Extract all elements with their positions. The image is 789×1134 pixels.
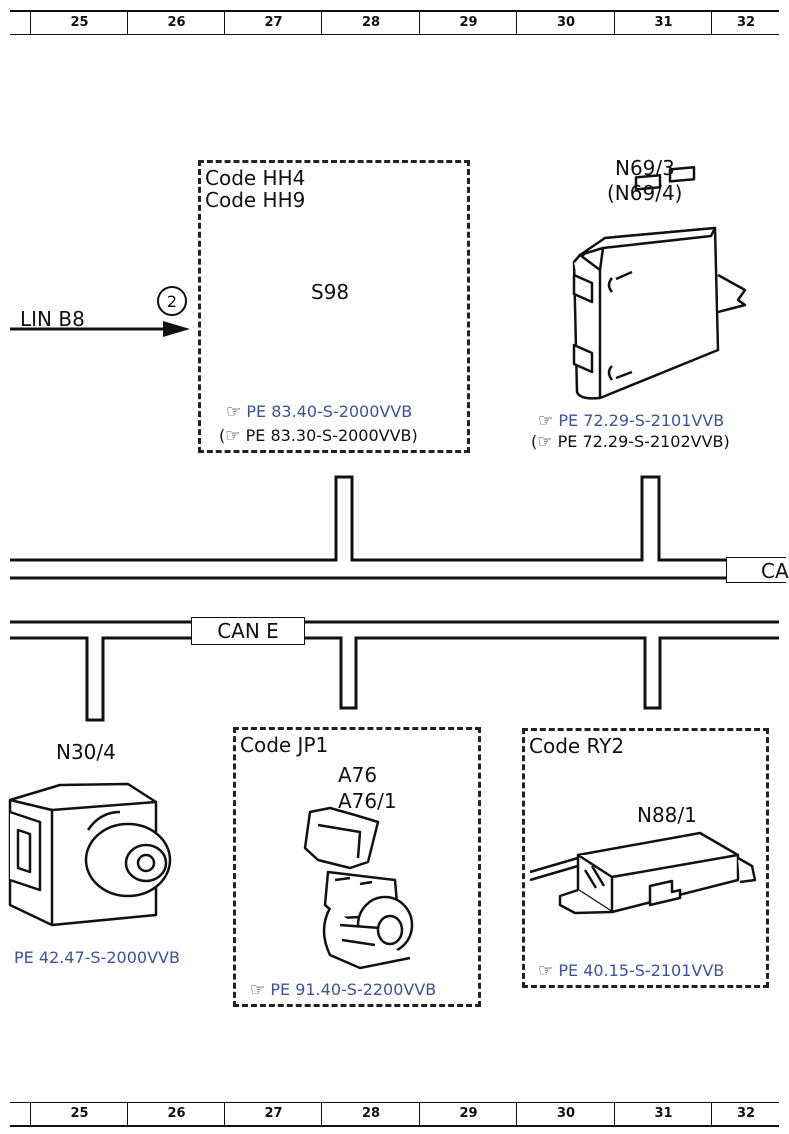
n30-abs-unit-drawing [8, 782, 172, 927]
pointing-hand-icon: ☞ [225, 426, 241, 446]
n69-reference-primary[interactable]: ☞ PE 72.29-S-2101VVB [538, 411, 725, 431]
lin-b8-label: LIN B8 [20, 307, 85, 331]
n30-component-label: N30/4 [56, 740, 116, 764]
connector-circle [157, 286, 187, 316]
column-29: 29 [419, 12, 517, 34]
n88-component-label: N88/1 [637, 803, 697, 827]
lin-b8-wire [10, 286, 190, 337]
s98-reference-link[interactable]: PE 83.40-S-2000VVB [246, 402, 413, 421]
n88-reference-primary[interactable]: ☞ PE 40.15-S-2101VVB [538, 961, 725, 981]
paren-open: ( [531, 432, 538, 451]
n69-component-alt-label: (N69/4) [607, 181, 683, 205]
n69-reference-link[interactable]: PE 72.29-S-2101VVB [558, 411, 725, 430]
a76-component-alt-label: A76/1 [338, 789, 397, 813]
n69-reference-secondary-text: PE 72.29-S-2102VVB) [557, 432, 730, 451]
column-31: 31 [614, 12, 712, 34]
column-ruler-bottom: 25 26 27 28 29 30 31 32 [10, 1102, 779, 1127]
pointing-hand-icon: ☞ [250, 980, 266, 1000]
n88-unit-drawing [529, 831, 757, 915]
n88-reference-link[interactable]: PE 40.15-S-2101VVB [558, 961, 725, 980]
a76-reference-link[interactable]: PE 91.40-S-2200VVB [270, 980, 437, 999]
column-28: 28 [321, 12, 420, 34]
n88-code-label: Code RY2 [529, 734, 625, 758]
s98-reference-primary[interactable]: ☞ PE 83.40-S-2000VVB [226, 402, 413, 422]
column-32: 32 [711, 12, 780, 34]
column-30: 30 [516, 12, 615, 34]
column-25: 25 [30, 12, 128, 34]
n88-code-box [522, 728, 769, 988]
column-27: 27 [224, 12, 322, 34]
s98-component-label: S98 [311, 280, 350, 304]
column-31: 31 [614, 1103, 712, 1125]
can-e-label: CAN E [191, 617, 305, 645]
pointing-hand-icon: ☞ [538, 961, 554, 981]
a76-component-label: A76 [338, 763, 378, 787]
can-bus-upper-top [10, 475, 779, 562]
column-32: 32 [711, 1103, 780, 1125]
column-26: 26 [127, 12, 225, 34]
paren-open: ( [219, 426, 226, 445]
s98-code-1: Code HH4 [205, 166, 306, 190]
s98-code-2: Code HH9 [205, 188, 306, 212]
n69-reference-secondary: (☞ PE 72.29-S-2102VVB) [531, 432, 730, 452]
column-30: 30 [516, 1103, 615, 1125]
s98-reference-secondary: (☞ PE 83.30-S-2000VVB) [219, 426, 418, 446]
can-e-bus-bottom [10, 636, 779, 722]
pointing-hand-icon: ☞ [537, 432, 553, 452]
column-29: 29 [419, 1103, 517, 1125]
column-ruler-top: 25 26 27 28 29 30 31 32 [10, 10, 779, 35]
can-bus-label: CA [726, 557, 789, 583]
a76-reference-primary[interactable]: ☞ PE 91.40-S-2200VVB [250, 980, 437, 1000]
a76-code-label: Code JP1 [240, 733, 329, 757]
a76-code-box [233, 727, 481, 1007]
column-28: 28 [321, 1103, 420, 1125]
column-26: 26 [127, 1103, 225, 1125]
pointing-hand-icon: ☞ [538, 411, 554, 431]
pointing-hand-icon: ☞ [226, 402, 242, 422]
column-27: 27 [224, 1103, 322, 1125]
n69-component-label: N69/3 [615, 156, 675, 180]
a76-tensioner-drawing [303, 806, 414, 970]
s98-code-box [198, 160, 470, 453]
connector-number: 2 [166, 292, 178, 311]
s98-reference-secondary-text: PE 83.30-S-2000VVB) [245, 426, 418, 445]
n30-reference-link[interactable]: PE 42.47-S-2000VVB [14, 948, 180, 967]
n69-control-unit-drawing [572, 166, 747, 400]
column-25: 25 [30, 1103, 128, 1125]
